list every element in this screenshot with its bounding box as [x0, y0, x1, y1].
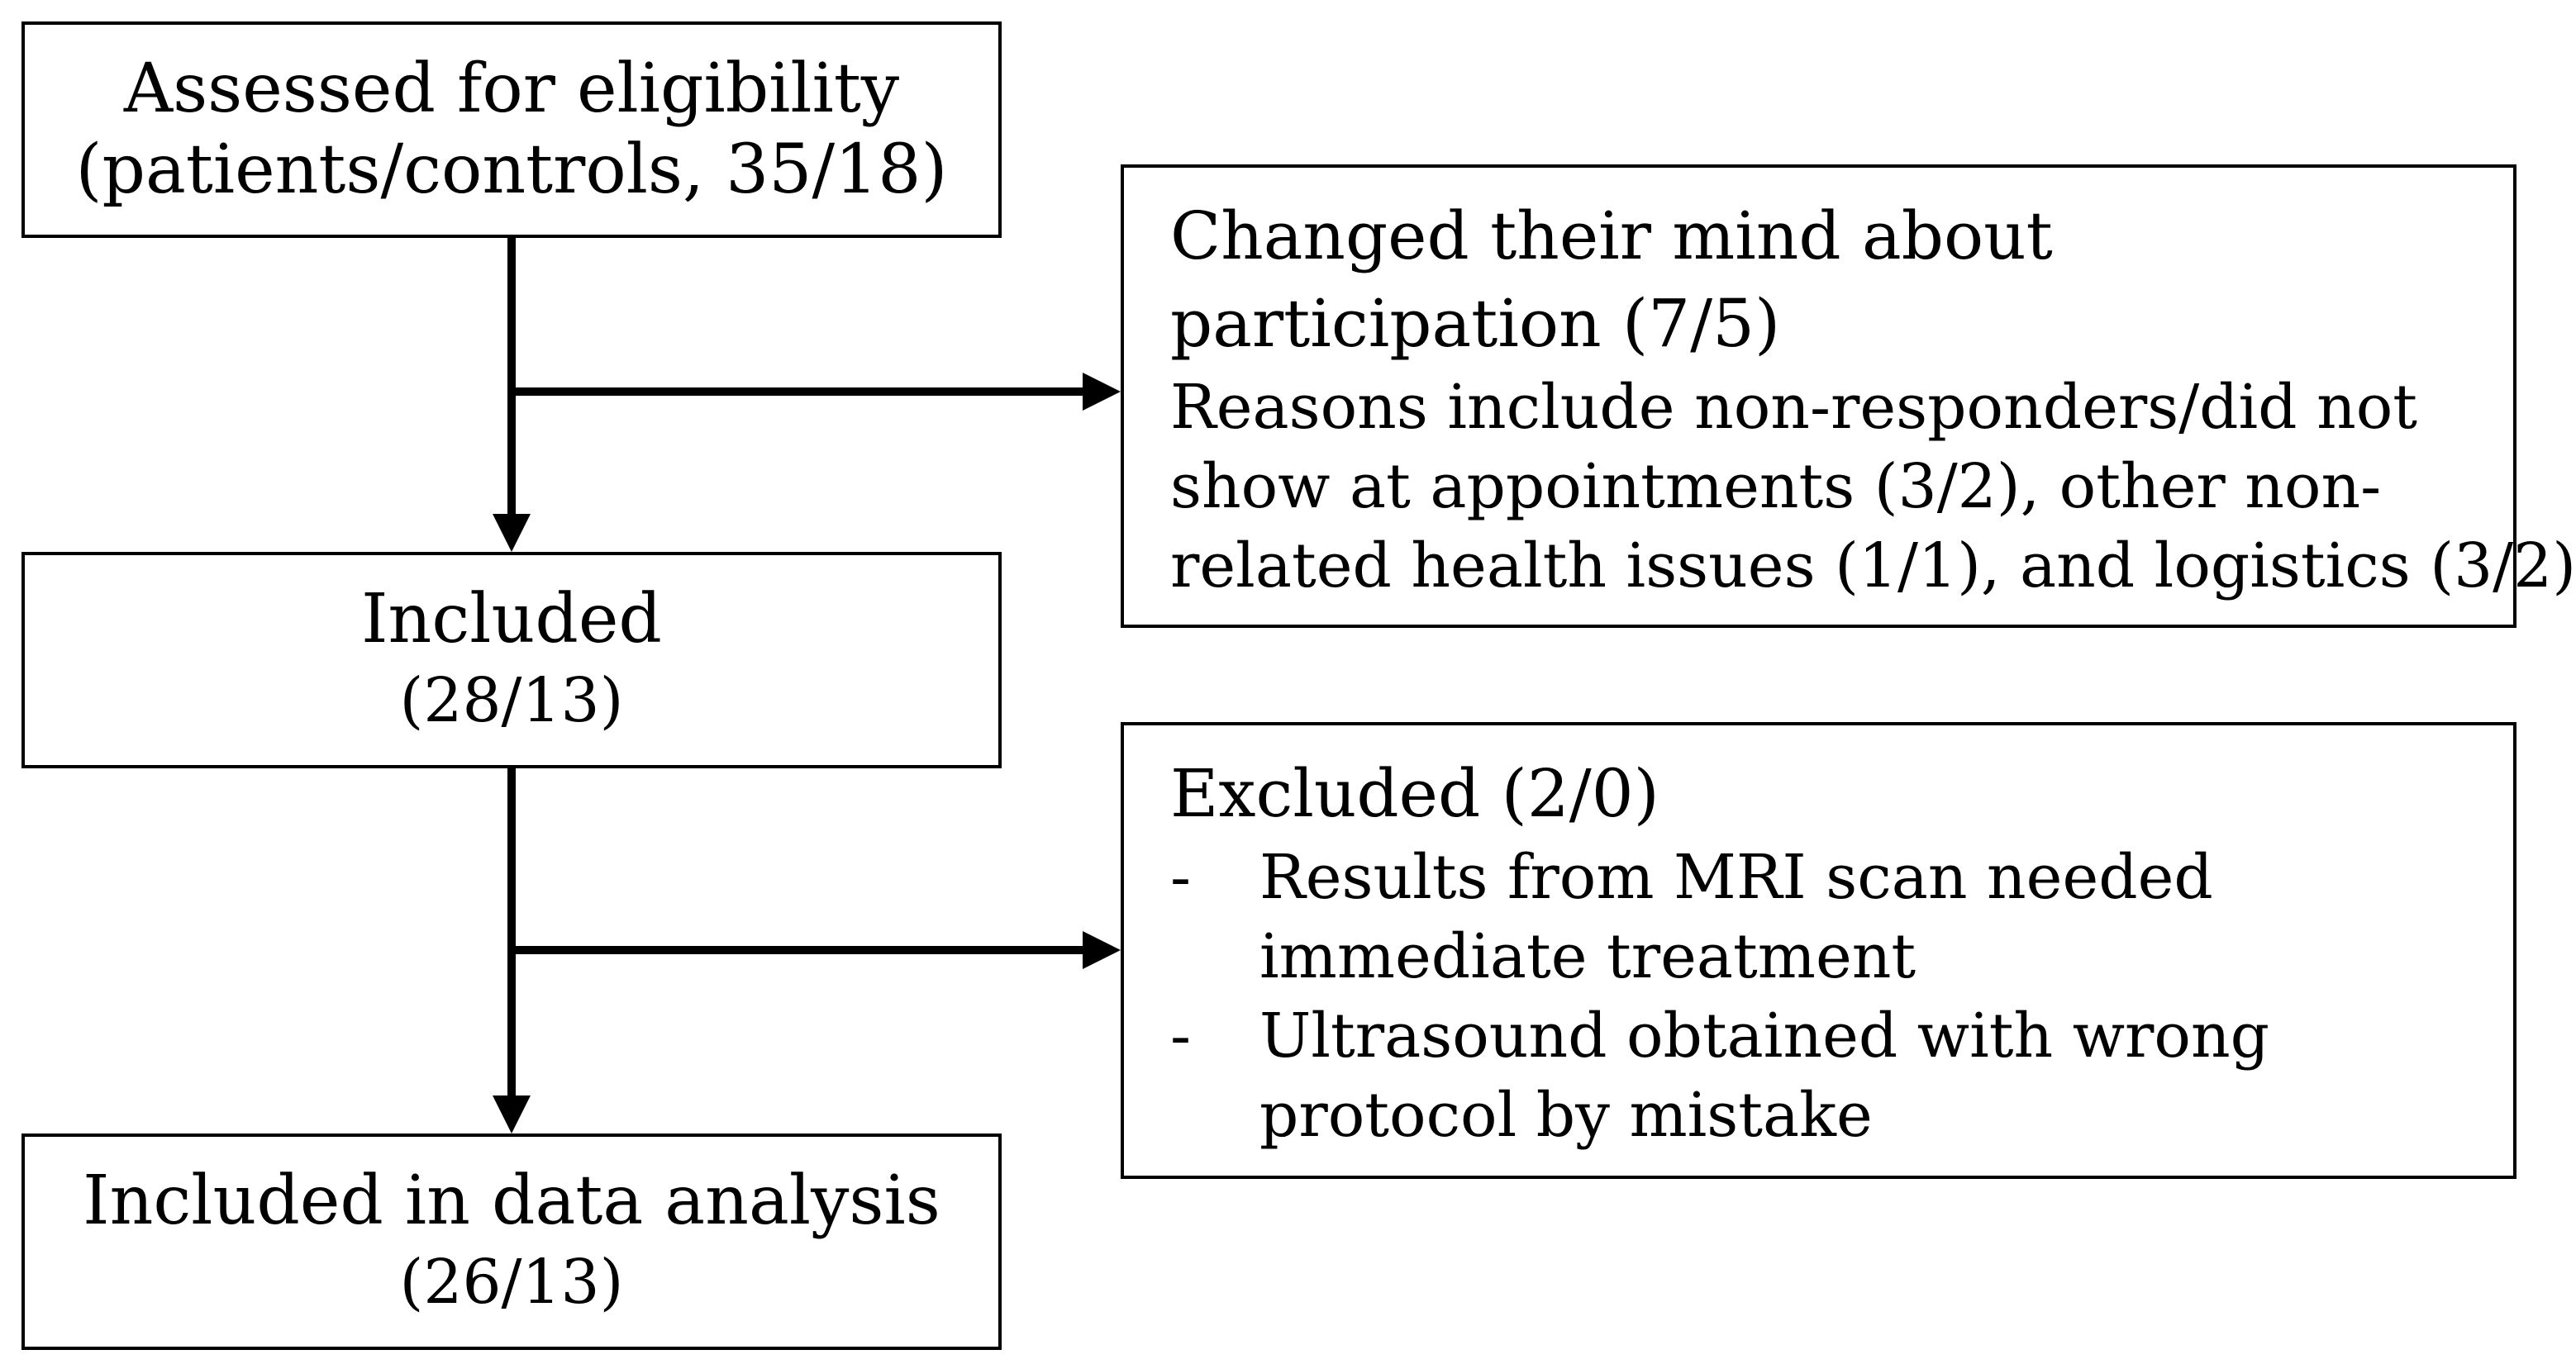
- assessed-detail: (patients/controls, 35/18): [75, 131, 948, 209]
- excluded-box: Excluded (2/0) - Results from MRI scan n…: [1121, 722, 2516, 1179]
- included-detail: (28/13): [399, 665, 624, 736]
- arrowhead-included: [493, 514, 531, 552]
- assessed-for-eligibility-box: Assessed for eligibility (patients/contr…: [21, 21, 1002, 238]
- changed-mind-box: Changed their mind about participation (…: [1121, 164, 2576, 628]
- arrowhead-excluded: [1083, 931, 1121, 969]
- included-title: Included: [361, 580, 662, 658]
- excluded-bullet-1-line-2: immediate treatment: [1259, 921, 1917, 992]
- bullet-dash: -: [1170, 1000, 1192, 1072]
- analysis-detail: (26/13): [399, 1247, 624, 1318]
- excluded-title: Excluded (2/0): [1170, 755, 1659, 832]
- included-box: Included (28/13): [21, 552, 1002, 768]
- excluded-bullet-1-line-1: Results from MRI scan needed: [1259, 842, 2213, 913]
- included-in-analysis-box: Included in data analysis (26/13): [21, 1133, 1002, 1350]
- changed-reasons-line-2: show at appointments (3/2), other non-: [1170, 451, 2382, 522]
- analysis-title: Included in data analysis: [83, 1162, 940, 1240]
- changed-heading-line-1: Changed their mind about: [1170, 197, 2053, 274]
- excluded-bullet-2-line-2: protocol by mistake: [1259, 1080, 1873, 1151]
- assessed-title: Assessed for eligibility: [123, 50, 900, 128]
- excluded-bullet-2-line-1: Ultrasound obtained with wrong: [1259, 1000, 2270, 1072]
- excluded-bullet-1: - Results from MRI scan needed immediate…: [1170, 838, 2513, 996]
- bullet-dash: -: [1170, 842, 1192, 913]
- changed-reasons-line-1: Reasons include non-responders/did not: [1170, 372, 2418, 443]
- arrowhead-analysis: [493, 1095, 531, 1133]
- excluded-bullet-2: - Ultrasound obtained with wrong protoco…: [1170, 996, 2513, 1155]
- arrowhead-changed: [1083, 373, 1121, 411]
- changed-reasons-line-3: related health issues (1/1), and logisti…: [1170, 530, 2576, 601]
- changed-heading-line-2: participation (7/5): [1170, 285, 1781, 362]
